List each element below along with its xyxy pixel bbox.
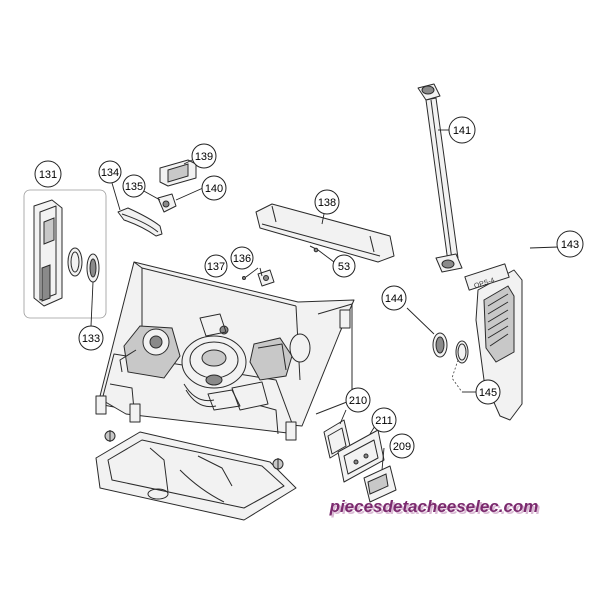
svg-text:135: 135	[125, 181, 143, 193]
part-138-rail	[255, 203, 395, 263]
svg-text:136: 136	[233, 253, 251, 265]
part-141-pipe	[417, 83, 463, 273]
callout-134: 134	[98, 160, 122, 184]
callout-140: 140	[201, 175, 227, 201]
callout-209: 209	[389, 433, 415, 459]
callout-135: 135	[122, 174, 146, 198]
watermark: piecesdetacheeselec.com piecesdetacheese…	[329, 497, 541, 518]
watermark-text: piecesdetacheeselec.com	[329, 497, 539, 516]
svg-text:53: 53	[338, 261, 350, 273]
svg-text:131: 131	[39, 169, 57, 181]
part-134-hose	[111, 182, 163, 237]
svg-text:211: 211	[375, 415, 393, 427]
part-139-bracket	[159, 159, 197, 187]
part-143-tag	[464, 263, 510, 291]
bottom-tray	[95, 430, 297, 521]
callout-137: 137	[204, 254, 228, 278]
callout-141: 141	[448, 116, 476, 144]
part-131-group-frame	[23, 189, 107, 319]
callout-131: 131	[34, 160, 62, 188]
svg-text:138: 138	[318, 197, 336, 209]
callout-210: 210	[345, 387, 371, 413]
callout-145: 145	[475, 379, 501, 405]
callout-133: 133	[78, 325, 104, 351]
part-133-ring	[86, 253, 100, 327]
svg-text:143: 143	[561, 239, 579, 251]
part-135-valve	[141, 187, 204, 213]
svg-text:209: 209	[393, 441, 411, 453]
callout-144: 144	[381, 285, 407, 311]
svg-text:140: 140	[205, 183, 223, 195]
svg-text:210: 210	[349, 395, 367, 407]
svg-text:144: 144	[385, 293, 403, 305]
part-211-board	[337, 425, 385, 483]
svg-text:134: 134	[101, 167, 119, 179]
motor-unit	[249, 337, 293, 381]
callout-139: 139	[191, 143, 217, 169]
svg-text:145: 145	[479, 387, 497, 399]
part-131-panel	[33, 199, 63, 307]
part-136-clip	[242, 267, 275, 287]
part-209-module	[363, 447, 397, 503]
callout-143: 143	[556, 230, 584, 258]
part-131-group	[23, 189, 107, 319]
callout-138: 138	[314, 189, 340, 215]
main-base-assembly	[95, 261, 355, 441]
part-131-seal	[67, 247, 83, 277]
svg-text:133: 133	[82, 333, 100, 345]
callout-53: 53	[332, 254, 356, 278]
callout-136: 136	[230, 246, 254, 270]
svg-text:137: 137	[207, 261, 225, 273]
svg-text:139: 139	[195, 151, 213, 163]
watermark-shadow: piecesdetacheeselec.com	[331, 499, 541, 518]
callout-211: 211	[371, 407, 397, 433]
svg-text:141: 141	[453, 125, 471, 137]
part-144-145-seals	[406, 307, 476, 393]
